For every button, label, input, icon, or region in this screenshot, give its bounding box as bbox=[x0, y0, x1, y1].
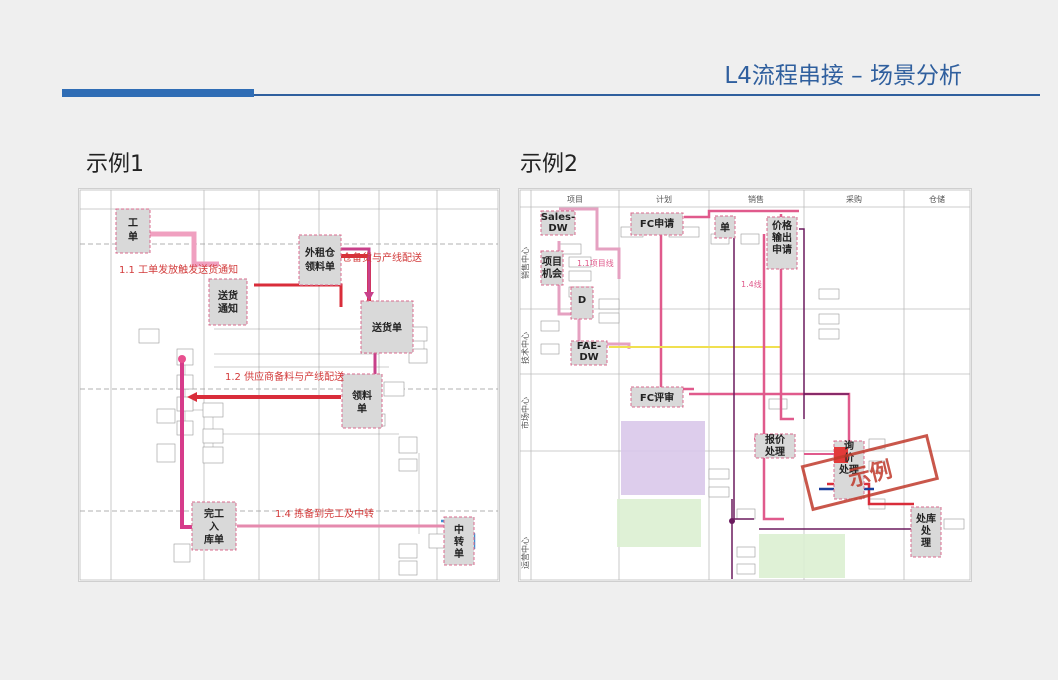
box-pick-slip-l2: 单 bbox=[357, 402, 367, 415]
box-pick-slip-l1: 领料 bbox=[352, 389, 372, 402]
box-outsourced-pick-l1: 外租仓 bbox=[304, 246, 336, 259]
step-1-2-label: 1.2 供应商备料与产线配送 bbox=[225, 370, 344, 383]
lane-sales-center: 销售中心 bbox=[520, 247, 530, 279]
annotation-project-line: 1.1项目线 bbox=[577, 258, 614, 268]
box-quote-process-l1: 报价 bbox=[765, 433, 786, 446]
box-inquiry-process-l2: 价 bbox=[844, 452, 855, 464]
box-finished-receipt-l2: 入 bbox=[209, 521, 219, 533]
box-d: D bbox=[578, 295, 586, 306]
box-delivery-slip: 送货单 bbox=[371, 321, 402, 334]
example2-label: 示例2 bbox=[520, 152, 578, 177]
box-price-output-l3: 申请 bbox=[772, 243, 792, 256]
slide-title: L4流程串接 – 场景分析 bbox=[724, 63, 962, 89]
box-work-order-line1: 工 bbox=[128, 218, 138, 229]
box-sales-dw-l1: Sales- bbox=[541, 212, 575, 223]
box-transfer-slip-l3: 单 bbox=[454, 547, 464, 560]
box-fc-review: FC评审 bbox=[640, 391, 674, 404]
lane-market-center: 市场中心 bbox=[520, 397, 530, 429]
box-finished-receipt-l3: 库单 bbox=[204, 533, 224, 546]
col-header-purchasing: 采购 bbox=[846, 194, 862, 204]
title-rule-accent bbox=[62, 89, 254, 97]
example1-label: 示例1 bbox=[86, 152, 144, 177]
title-rule bbox=[62, 94, 1040, 96]
box-quote-process-l2: 处理 bbox=[764, 445, 785, 458]
box-storage-process-l2: 处 bbox=[920, 524, 932, 537]
box-storage-process-l1: 处库 bbox=[915, 512, 936, 525]
col-header-sales: 销售 bbox=[748, 194, 764, 204]
box-inquiry-process-l1: 询 bbox=[844, 439, 854, 452]
example-stamp: 示例 bbox=[800, 433, 940, 512]
box-delivery-notice-l2: 通知 bbox=[218, 302, 238, 315]
box-fae-dw-l2: DW bbox=[579, 352, 598, 363]
box-delivery-notice-l1: 送货 bbox=[217, 289, 238, 302]
box-fae-dw-l1: FAE- bbox=[577, 341, 601, 352]
box-inquiry-process-l3: 处理 bbox=[838, 463, 859, 476]
step-1-4-label: 1.4 拣备到完工及中转 bbox=[275, 507, 374, 520]
box-price-output-l1: 价格 bbox=[772, 219, 793, 232]
box-project-opportunity-l2: 机会 bbox=[542, 267, 562, 280]
box-sales-dw-l2: DW bbox=[548, 223, 567, 234]
example2-flowchart: 项目 计划 销售 采购 仓储 销售中心 技术中心 市场中心 运营中心 bbox=[518, 188, 972, 582]
col-header-project: 项目 bbox=[567, 195, 583, 204]
box-small-sales: 单 bbox=[720, 221, 730, 234]
box-project-opportunity-l1: 项目 bbox=[542, 256, 562, 268]
example1-box-labels: 工 单 送货 通知 外租仓 领料单 送货单 领料 单 完工 入 库单 中 转 单 bbox=[128, 218, 464, 560]
box-finished-receipt-l1: 完工 bbox=[204, 507, 224, 520]
box-work-order-line2: 单 bbox=[128, 230, 138, 243]
step-1-3-label: 仓备货与产线配送 bbox=[342, 251, 422, 264]
example1-flowchart: 工 单 送货 通知 外租仓 领料单 送货单 领料 单 完工 入 库单 中 转 单… bbox=[78, 188, 500, 582]
col-header-warehouse: 仓储 bbox=[929, 194, 945, 204]
box-storage-process-l3: 理 bbox=[921, 537, 931, 549]
box-outsourced-pick-l2: 领料单 bbox=[305, 260, 335, 273]
col-header-plan: 计划 bbox=[656, 194, 672, 204]
step-1-1-label: 1.1 工单发放触发送货通知 bbox=[119, 263, 238, 276]
annotation-line-1-4: 1.4线 bbox=[741, 279, 762, 289]
box-transfer-slip-l1: 中 bbox=[454, 523, 464, 536]
lane-tech-center: 技术中心 bbox=[520, 332, 530, 364]
box-fc-request: FC申请 bbox=[640, 217, 674, 230]
box-transfer-slip-l2: 转 bbox=[454, 535, 464, 548]
lane-ops-center: 运营中心 bbox=[520, 537, 530, 569]
box-price-output-l2: 输出 bbox=[772, 231, 792, 244]
